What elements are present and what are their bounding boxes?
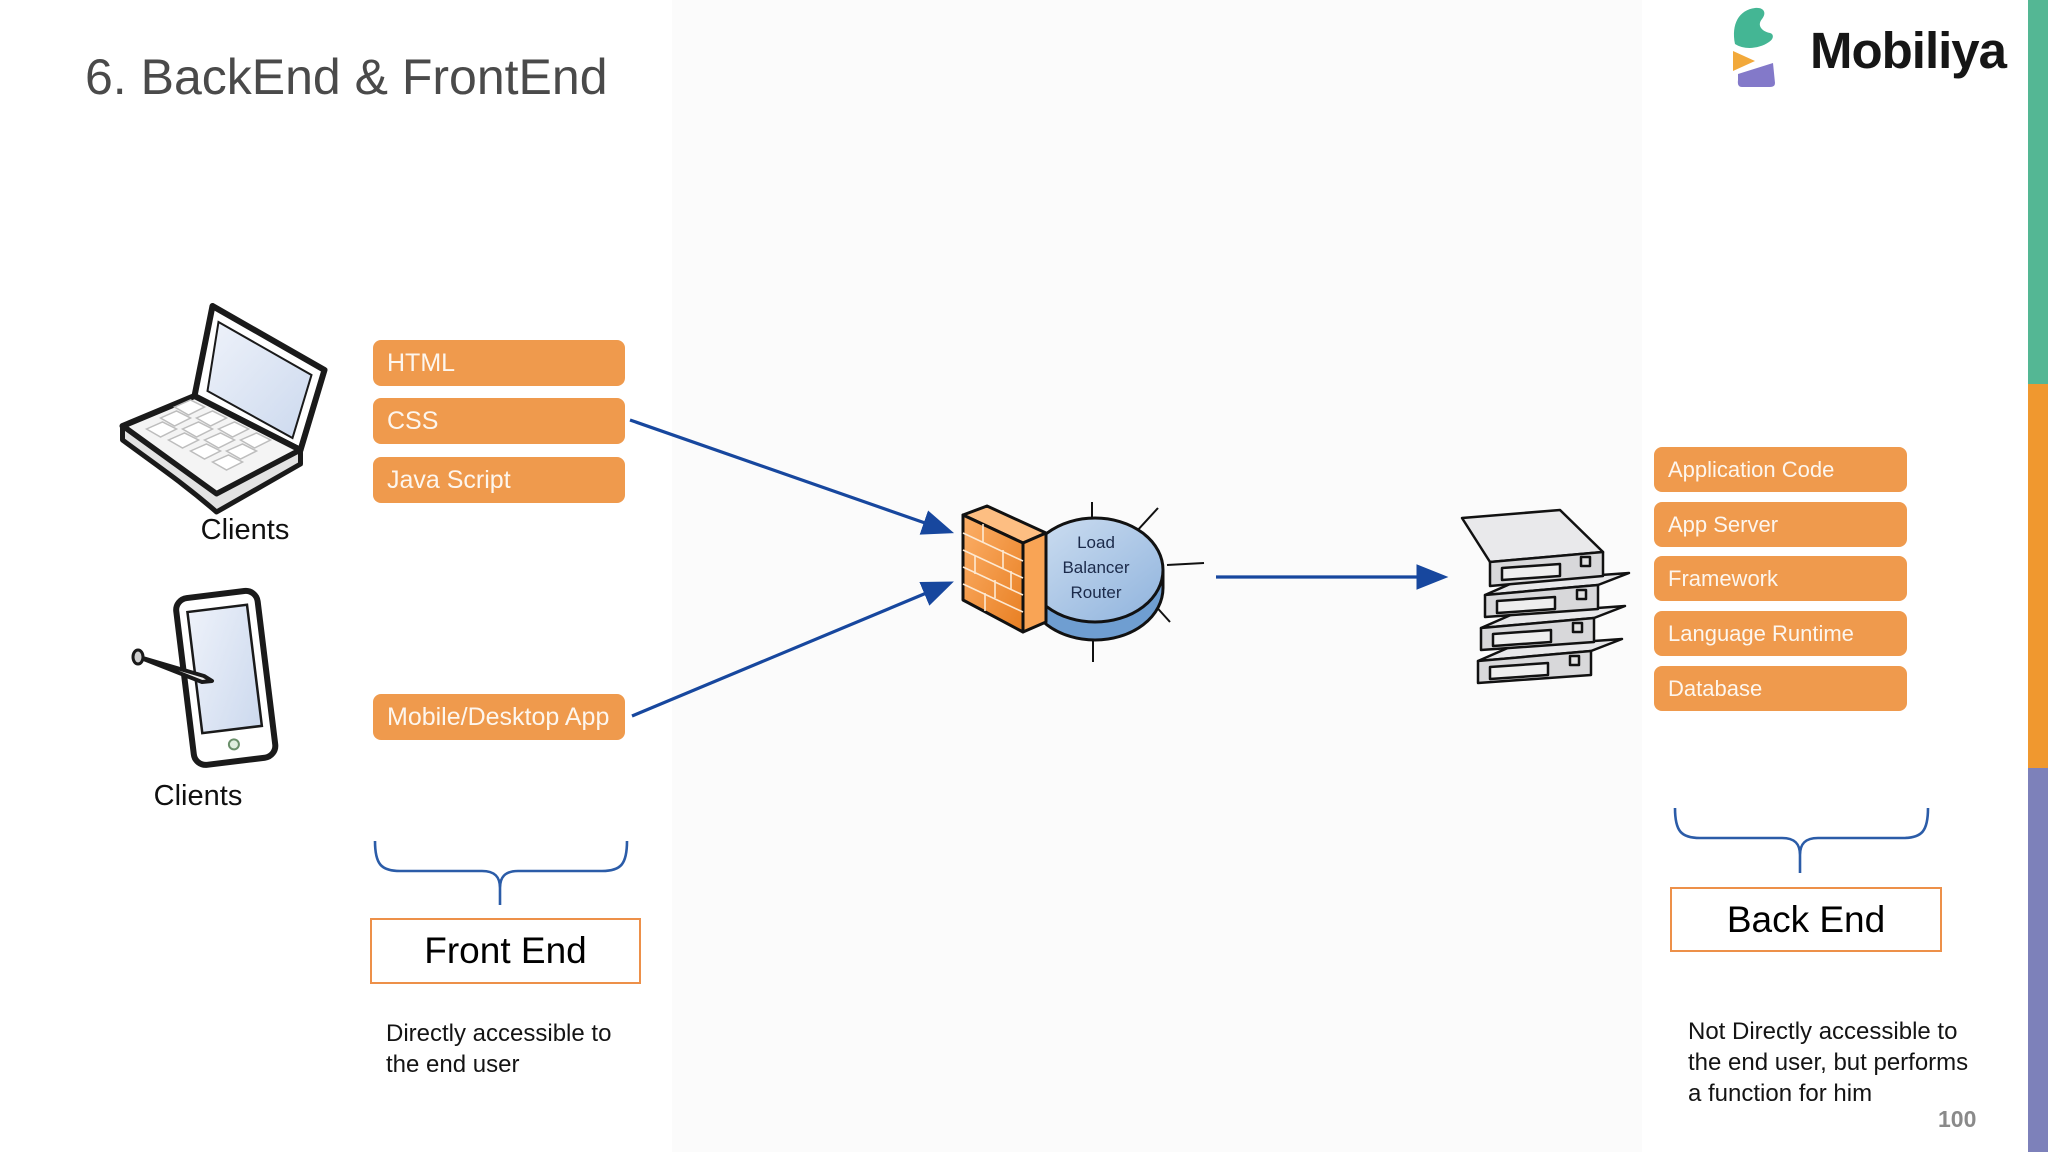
component-box-framework: Framework: [1654, 556, 1907, 601]
brand-logo: Mobiliya: [1728, 6, 2007, 94]
component-box-mobile-desktop-app: Mobile/Desktop App: [373, 694, 625, 740]
page-title: 6. BackEnd & FrontEnd: [85, 49, 608, 105]
back-end-brace: [1673, 807, 1930, 873]
arrow-app-to-loadbalancer: [631, 581, 954, 718]
server-stack-icon: [1460, 508, 1631, 685]
brand-name: Mobiliya: [1810, 21, 2007, 79]
edge-strip-purple: [2028, 768, 2048, 1152]
tablet-client-icon: [131, 587, 279, 768]
front-end-brace: [373, 840, 629, 905]
laptop-client-label: Clients: [200, 514, 290, 546]
component-box-css: CSS: [373, 398, 625, 444]
component-box-html: HTML: [373, 340, 625, 386]
mobiliya-logo-icon: [1733, 7, 1775, 87]
load-balancer-label: Load Balancer Router: [1062, 533, 1130, 602]
component-box-javascript: Java Script: [373, 457, 625, 503]
laptop-client-icon: [119, 303, 328, 515]
load-balancer-icon: [961, 502, 1205, 662]
edge-strip-orange: [2028, 384, 2048, 768]
component-box-language-runtime: Language Runtime: [1654, 611, 1907, 656]
front-end-caption: Directly accessible to the end user: [386, 1020, 612, 1078]
front-end-group-box: Front End: [370, 918, 641, 984]
edge-strip-teal: [2028, 0, 2048, 384]
component-box-app-server: App Server: [1654, 502, 1907, 547]
tablet-client-label: Clients: [153, 780, 243, 812]
component-box-database: Database: [1654, 666, 1907, 711]
back-end-group-box: Back End: [1670, 887, 1942, 952]
page-number: 100: [1938, 1106, 1977, 1132]
component-box-application-code: Application Code: [1654, 447, 1907, 492]
arrow-web-to-loadbalancer: [629, 418, 955, 535]
back-end-caption: Not Directly accessible to the end user,…: [1688, 1018, 1969, 1107]
